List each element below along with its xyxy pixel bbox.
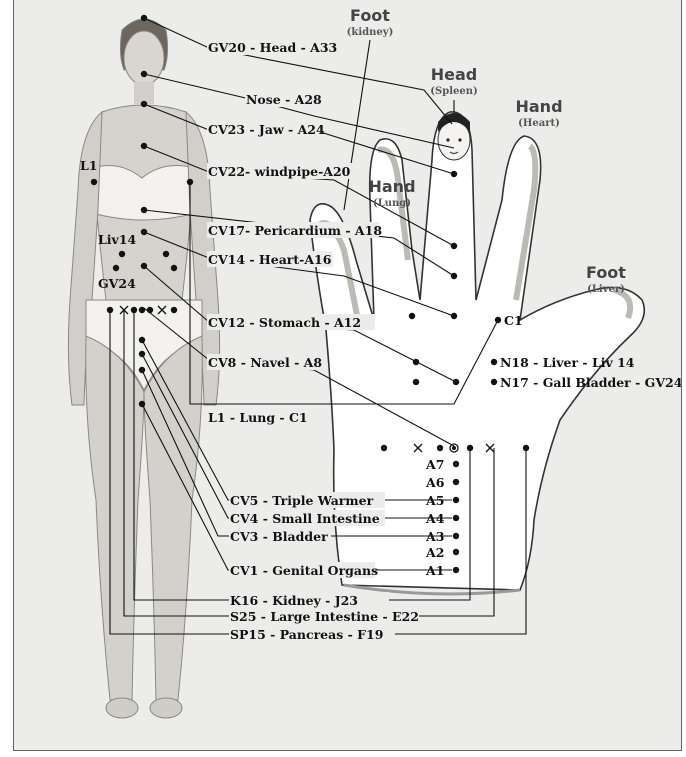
- label-k16: K16 - Kidney - J23: [230, 593, 358, 608]
- label-l1-lung: L1 - Lung - C1: [208, 410, 308, 425]
- diagram-frame: Foot (kidney) Head (Spleen) Hand (Heart)…: [13, 0, 682, 751]
- label-s25: S25 - Large Intestine - E22: [230, 609, 419, 624]
- hand-lung-sub: (Lung): [373, 198, 411, 209]
- label-cv22: CV22- windpipe-A20: [208, 164, 351, 179]
- label-gv20: GV20 - Head - A33: [208, 40, 337, 55]
- label-cv8: CV8 - Navel - A8: [208, 355, 322, 370]
- head-spleen-sub: (Spleen): [430, 86, 477, 97]
- label-cv4: CV4 - Small Intestine: [230, 511, 380, 526]
- label-n18: N18 - Liver - Liv 14: [500, 355, 635, 370]
- label-c1: C1: [504, 313, 523, 328]
- label-a4: A4: [425, 511, 445, 526]
- label-a3: A3: [425, 529, 444, 544]
- label-nose: Nose - A28: [246, 92, 322, 107]
- label-a2: A2: [425, 545, 444, 560]
- foot-liver-title: Foot: [586, 263, 626, 282]
- label-gv24: GV24: [98, 276, 136, 291]
- label-cv23: CV23 - Jaw - A24: [208, 122, 325, 137]
- label-liv14: Liv14: [98, 232, 136, 247]
- label-a6: A6: [425, 475, 445, 490]
- label-sp15: SP15 - Pancreas - F19: [230, 627, 383, 642]
- hand-heart-sub: (Heart): [518, 118, 560, 129]
- acupuncture-diagram: Foot (kidney) Head (Spleen) Hand (Heart)…: [14, 0, 681, 750]
- foot-liver-sub: (Liver): [587, 284, 625, 295]
- hand-lung-title: Hand: [368, 177, 415, 196]
- label-cv12: CV12 - Stomach - A12: [208, 315, 361, 330]
- head-spleen-title: Head: [431, 65, 478, 84]
- head-face-icon: [438, 113, 470, 160]
- label-cv17: CV17- Pericardium - A18: [208, 223, 382, 238]
- label-cv14: CV14 - Heart-A16: [208, 252, 332, 267]
- hand-heart-title: Hand: [515, 97, 562, 116]
- foot-kidney-title: Foot: [350, 6, 390, 25]
- label-a7: A7: [425, 457, 444, 472]
- label-a1: A1: [425, 563, 444, 578]
- foot-kidney-sub: (kidney): [347, 27, 394, 38]
- label-a5: A5: [425, 493, 444, 508]
- label-cv3: CV3 - Bladder: [230, 529, 328, 544]
- label-cv5: CV5 - Triple Warmer: [230, 493, 374, 508]
- palm-labels: A7 A6 A5 A4 A3 A2 A1: [425, 457, 445, 578]
- label-cv1: CV1 - Genital Organs: [230, 563, 378, 578]
- label-n17: N17 - Gall Bladder - GV24: [500, 375, 681, 390]
- label-l1: L1: [80, 158, 98, 173]
